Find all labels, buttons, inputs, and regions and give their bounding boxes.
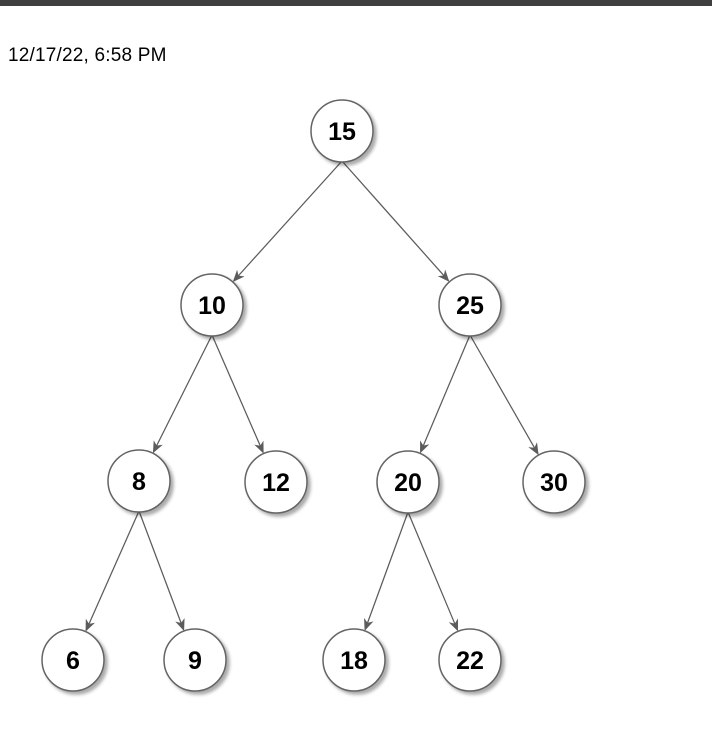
print-header-timestamp: 12/17/22, 6:58 PM [8,45,167,66]
tree-edge-25-20 [420,334,471,454]
tree-node-10: 10 [180,273,244,337]
tree-node-15: 15 [310,99,374,163]
tree-edge-10-12 [211,334,264,454]
tree-edge-8-6 [85,510,140,632]
tree-node-label: 8 [132,468,146,496]
tree-node-circle [163,628,227,692]
tree-edge-25-30 [469,334,539,456]
tree-node-9: 9 [163,628,227,692]
tree-node-label: 6 [66,647,80,675]
tree-node-circle [180,273,244,337]
tree-node-circle [107,449,171,513]
tree-node-circle [41,628,105,692]
tree-node-18: 18 [322,628,386,692]
tree-node-label: 15 [328,118,356,146]
tree-node-6: 6 [41,628,105,692]
tree-edge-8-9 [138,510,185,631]
tree-node-22: 22 [438,628,502,692]
tree-edge-10-8 [152,334,213,454]
tree-node-20: 20 [376,450,440,514]
tree-node-circle [322,628,386,692]
tree-node-circle [376,450,440,514]
tree-node-12: 12 [244,450,308,514]
top-bar [0,0,712,6]
tree-node-label: 30 [540,469,568,497]
tree-edge-15-10 [232,160,343,282]
tree-node-circle [244,450,308,514]
tree-node-label: 20 [394,469,422,497]
tree-node-circle [310,99,374,163]
tree-node-label: 22 [456,647,484,675]
tree-node-25: 25 [438,273,502,337]
tree-node-label: 12 [262,469,290,497]
tree-node-circle [438,628,502,692]
tree-node-circle [438,273,502,337]
tree-edge-15-25 [341,160,450,282]
tree-node-label: 25 [456,292,484,320]
tree-node-label: 9 [188,647,202,675]
tree-node-8: 8 [107,449,171,513]
tree-edge-20-18 [364,511,409,631]
tree-node-30: 30 [522,450,586,514]
tree-node-label: 18 [340,647,368,675]
tree-edge-20-22 [407,511,459,632]
tree-node-circle [522,450,586,514]
tree-node-label: 10 [198,292,226,320]
